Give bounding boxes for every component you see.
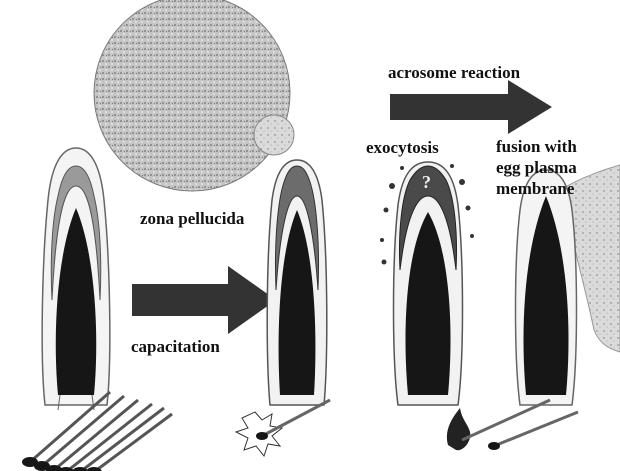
label-zona-pellucida: zona pellucida [140, 208, 244, 229]
sperm-head-icon [516, 170, 577, 405]
sperm-head-icon [42, 148, 110, 410]
acrosome-arrow-icon [390, 80, 552, 134]
label-exocytosis: exocytosis [366, 137, 439, 158]
zona-pellucida-sphere [94, 0, 294, 191]
label-fusion-line-3: membrane [496, 178, 606, 199]
label-fusion-line-2: egg plasma [496, 157, 606, 178]
label-question-mark: ? [422, 172, 431, 193]
label-fusion: fusion with egg plasma membrane [496, 136, 606, 199]
match-flame-icon [447, 400, 578, 450]
label-fusion-line-1: fusion with [496, 136, 606, 157]
label-acrosome-reaction: acrosome reaction [388, 62, 520, 83]
sperm-head-icon [380, 162, 474, 405]
sperm-head-icon [267, 160, 327, 405]
label-capacitation: capacitation [131, 336, 220, 357]
spark-burst-icon [236, 400, 330, 456]
capacitation-arrow-icon [132, 266, 276, 334]
